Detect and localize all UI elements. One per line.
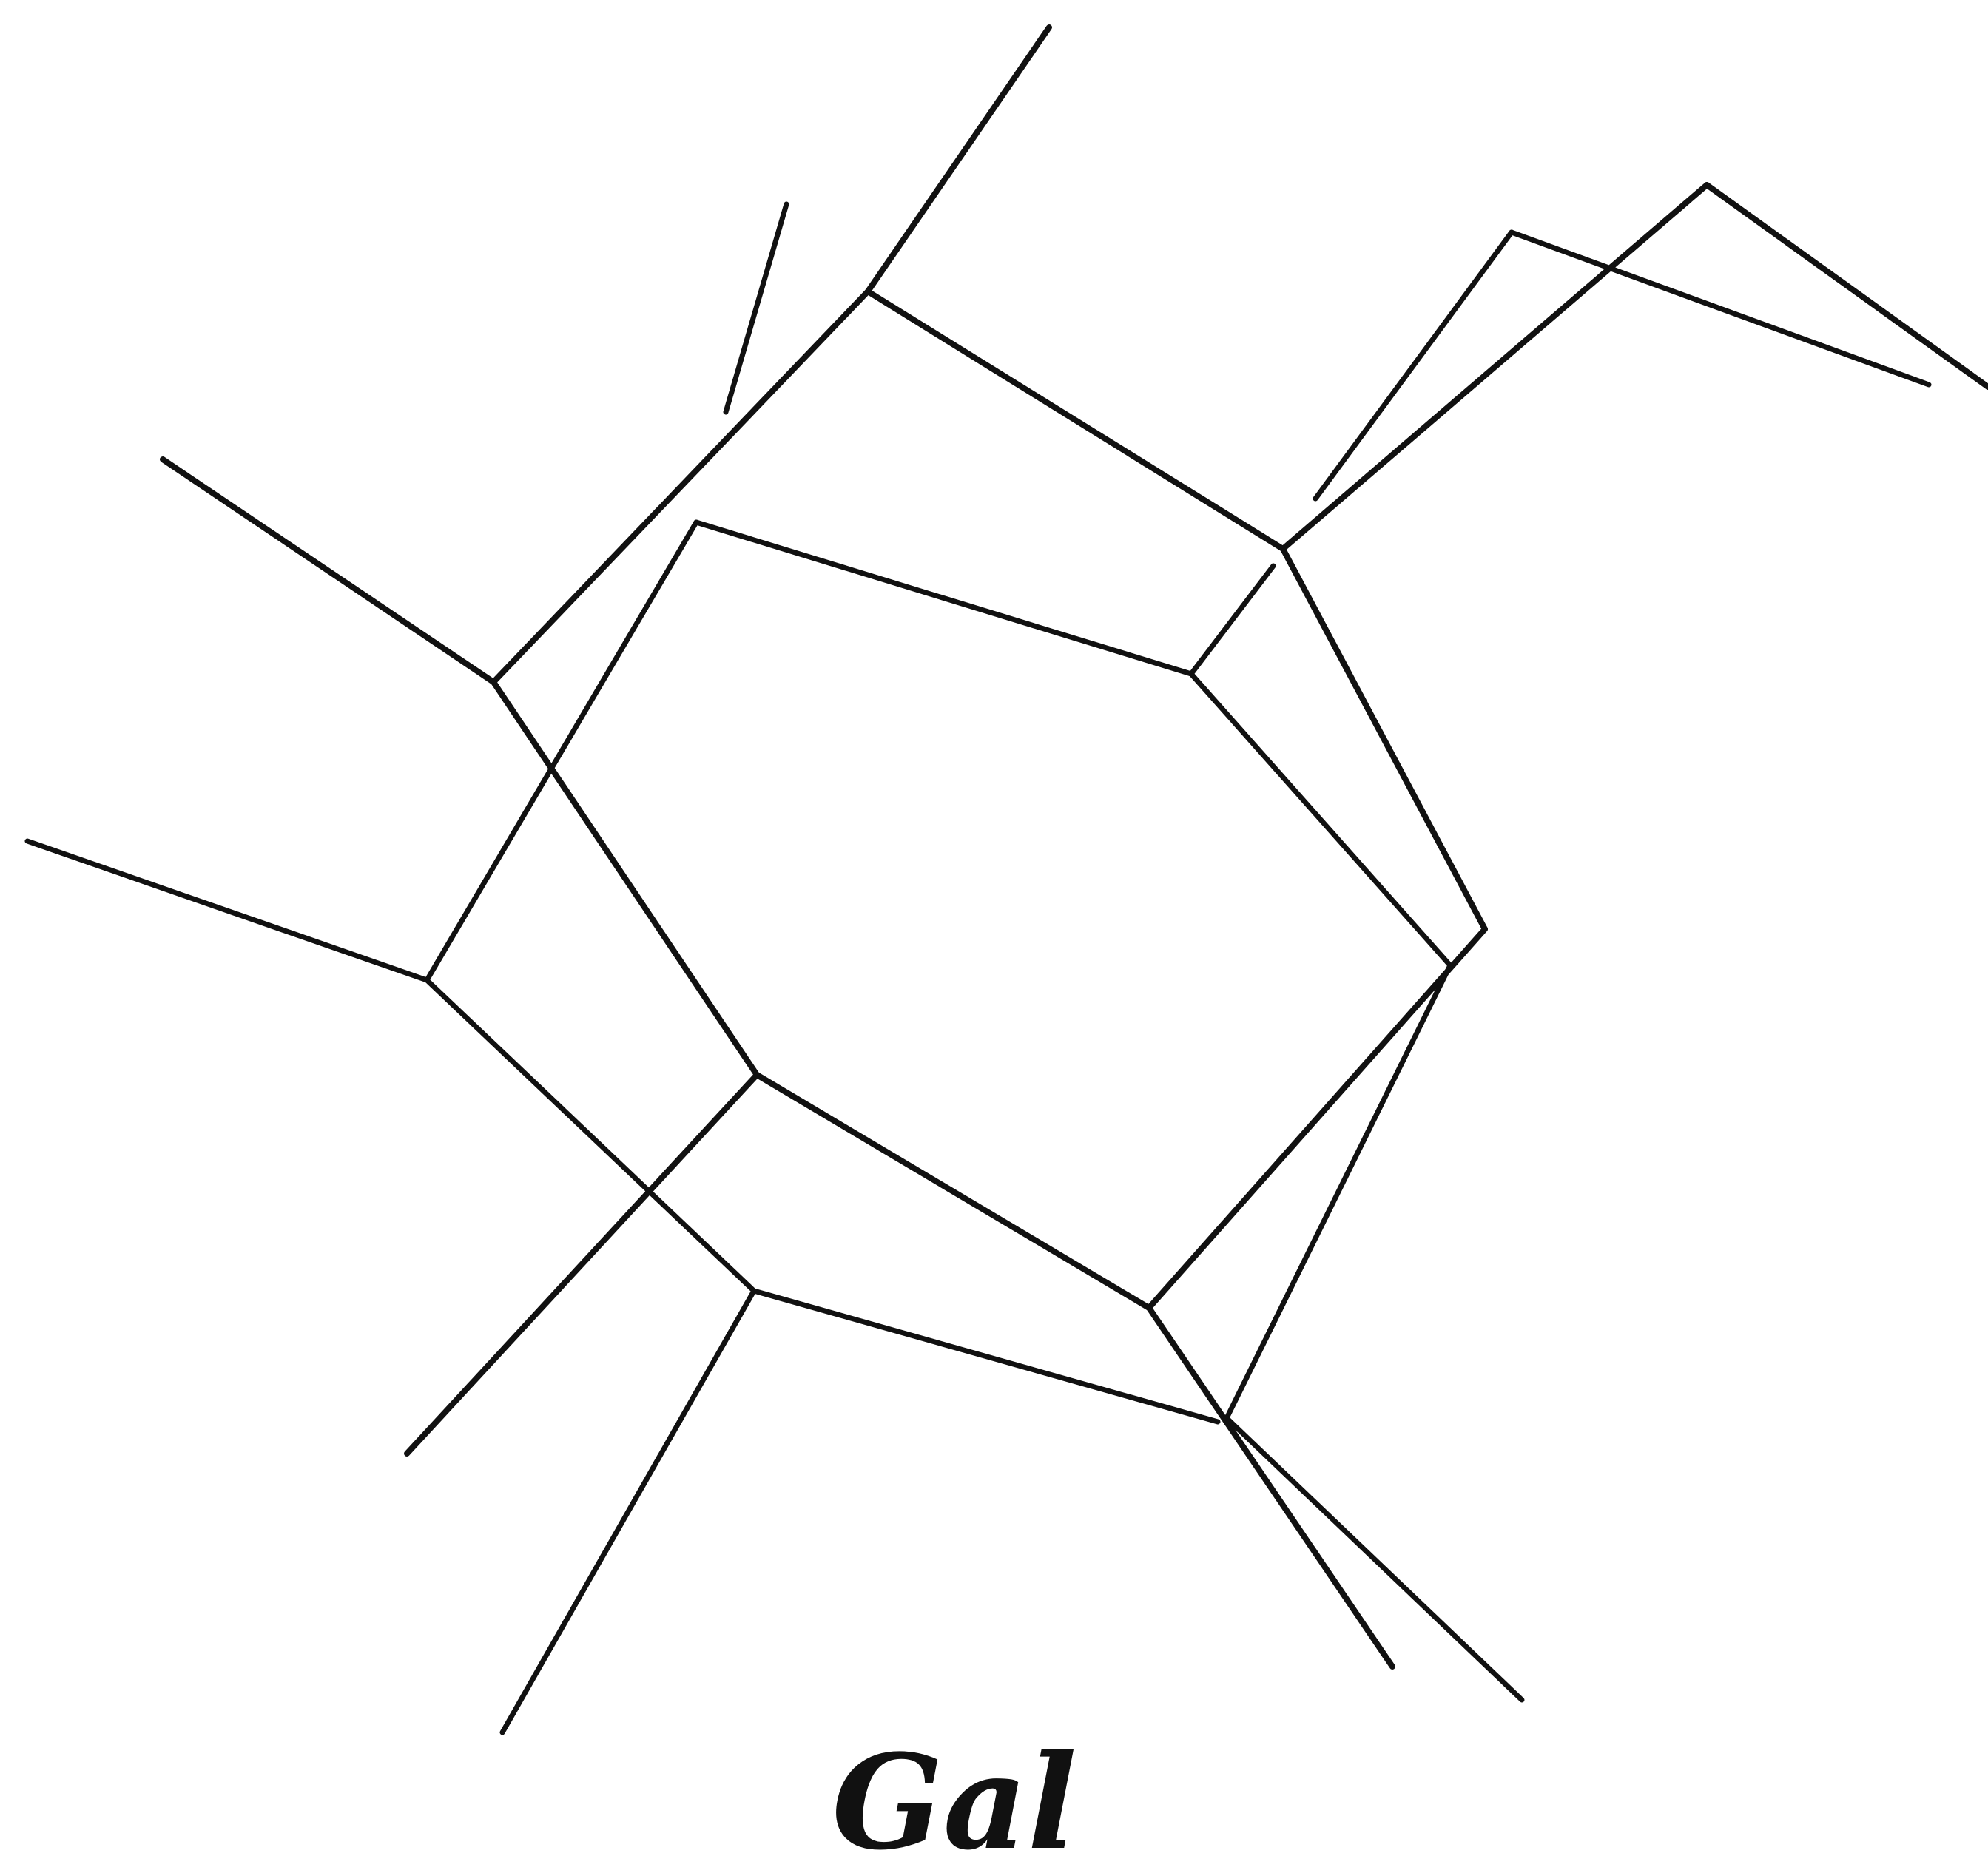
substituent-bond <box>1224 1415 1525 1703</box>
ring-bond <box>754 1072 1152 1311</box>
substituent-bond <box>1146 1305 1395 1670</box>
front-ring <box>491 288 1488 1311</box>
molecule-caption: Gal <box>832 1726 1076 1873</box>
substituent-bond <box>160 456 496 685</box>
ring-bond <box>751 1288 1221 1425</box>
ring-bond <box>424 977 757 1294</box>
ring-bond <box>491 288 871 685</box>
substituent-bond <box>1188 563 1276 677</box>
substituent-bond <box>1280 182 1710 552</box>
substituent-bond <box>865 24 1052 294</box>
front-substituents <box>160 24 1988 1670</box>
ring-bond <box>865 288 1286 552</box>
ring-bond <box>491 679 760 1078</box>
ring-bond <box>693 519 1194 677</box>
ring-bond <box>424 519 699 983</box>
substituent-bond <box>1313 229 1514 502</box>
ring-bond <box>1146 926 1488 1311</box>
substituent-bond <box>1704 182 1988 390</box>
ring-bond <box>1188 671 1453 968</box>
substituent-bond <box>404 1072 760 1457</box>
ring-bond <box>1280 546 1488 932</box>
substituent-bond <box>723 201 789 415</box>
substituent-bond <box>1509 229 1932 388</box>
back-ring <box>424 519 1453 1425</box>
ring-bond <box>1224 962 1453 1421</box>
back-substituents <box>24 201 1932 1735</box>
substituent-bond <box>24 838 430 983</box>
substituent-bond <box>499 1288 757 1735</box>
